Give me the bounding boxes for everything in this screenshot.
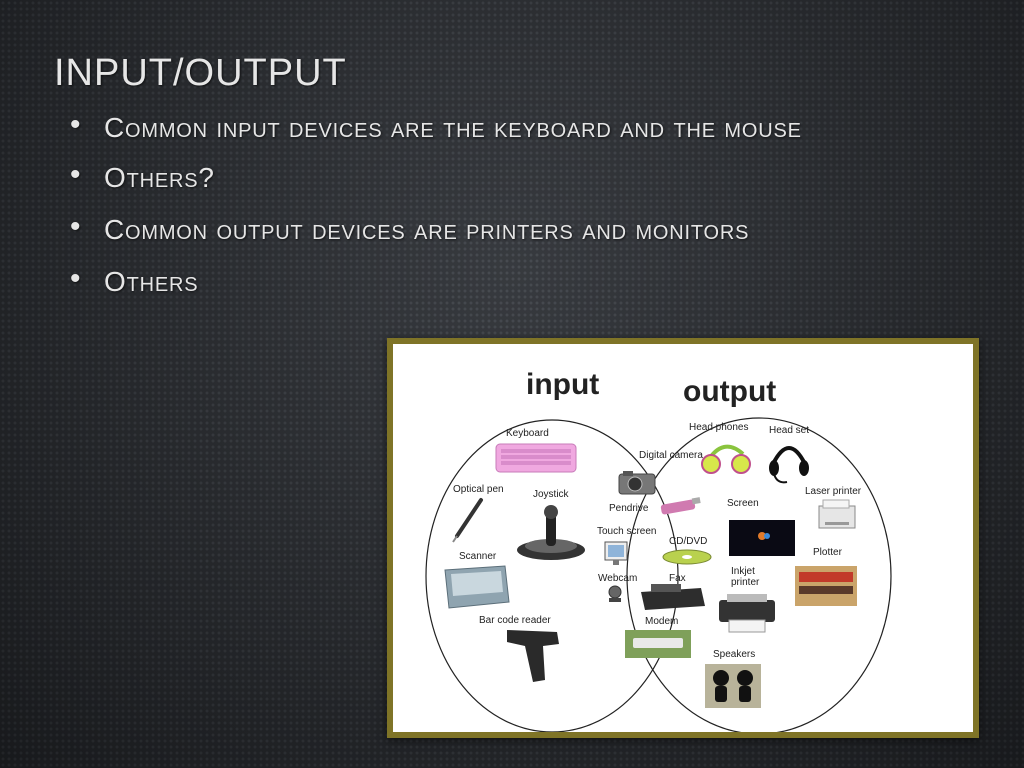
label-laser-printer: Laser printer <box>805 486 862 497</box>
bullet-item: • Others? <box>70 158 910 196</box>
label-pendrive: Pendrive <box>609 503 649 514</box>
label-inkjet-printer-line1: Inkjet <box>731 566 755 577</box>
bar-code-reader-icon <box>507 630 559 682</box>
fax-icon <box>641 584 705 610</box>
webcam-icon <box>608 585 622 602</box>
digital-camera-icon <box>618 471 656 495</box>
speakers-icon <box>705 664 761 708</box>
bullet-dot-icon: • <box>70 158 82 191</box>
label-optical-pen: Optical pen <box>453 484 504 495</box>
laser-printer-icon <box>818 499 856 529</box>
plotter-icon <box>795 566 857 606</box>
label-cd-dvd: CD/DVD <box>669 536 707 547</box>
scanner-icon <box>444 565 510 609</box>
input-heading: input <box>526 368 599 401</box>
label-inkjet-printer-line2: printer <box>731 577 760 588</box>
optical-pen-icon <box>452 498 483 543</box>
label-speakers: Speakers <box>713 649 755 660</box>
bullet-text: Common input devices are the keyboard an… <box>104 112 802 143</box>
bullet-item: • Common output devices are printers and… <box>70 210 910 248</box>
bullet-dot-icon: • <box>70 108 82 141</box>
output-circle <box>626 417 892 732</box>
input-circle <box>425 419 679 732</box>
label-screen: Screen <box>727 498 759 509</box>
label-touch-screen: Touch screen <box>597 526 656 537</box>
pendrive-icon <box>660 497 701 515</box>
screen-icon <box>729 520 795 556</box>
label-joystick: Joystick <box>533 489 570 500</box>
venn-diagram: input output Keyboard Optical pen Joysti… <box>425 368 892 732</box>
keyboard-icon <box>495 443 577 473</box>
label-bar-code-reader: Bar code reader <box>479 615 551 626</box>
head-phones-icon <box>701 444 751 474</box>
bullet-item: • Others <box>70 262 910 300</box>
label-head-set: Head set <box>769 425 809 436</box>
venn-diagram-frame: input output Keyboard Optical pen Joysti… <box>387 338 979 738</box>
output-heading: output <box>683 375 776 408</box>
bullet-text: Common output devices are printers and m… <box>104 214 750 245</box>
bullet-item: • Common input devices are the keyboard … <box>70 108 910 146</box>
bullet-dot-icon: • <box>70 210 82 243</box>
label-webcam: Webcam <box>598 573 637 584</box>
slide-title: INPUT/OUTPUT <box>54 52 347 94</box>
label-modem: Modem <box>645 616 678 627</box>
bullet-list: • Common input devices are the keyboard … <box>70 108 910 300</box>
label-plotter: Plotter <box>813 547 843 558</box>
label-scanner: Scanner <box>459 551 497 562</box>
bullet-text: Others <box>104 266 199 297</box>
bullet-dot-icon: • <box>70 262 82 295</box>
label-digital-camera: Digital camera <box>639 450 703 461</box>
label-head-phones: Head phones <box>689 422 749 433</box>
head-set-icon <box>769 446 809 484</box>
label-fax: Fax <box>669 573 686 584</box>
modem-icon <box>625 630 691 658</box>
label-keyboard: Keyboard <box>506 428 549 439</box>
cd-dvd-icon <box>662 549 712 565</box>
joystick-icon <box>517 505 585 560</box>
touch-screen-icon <box>604 541 628 565</box>
bullet-text: Others? <box>104 162 215 193</box>
inkjet-printer-icon <box>719 594 775 633</box>
